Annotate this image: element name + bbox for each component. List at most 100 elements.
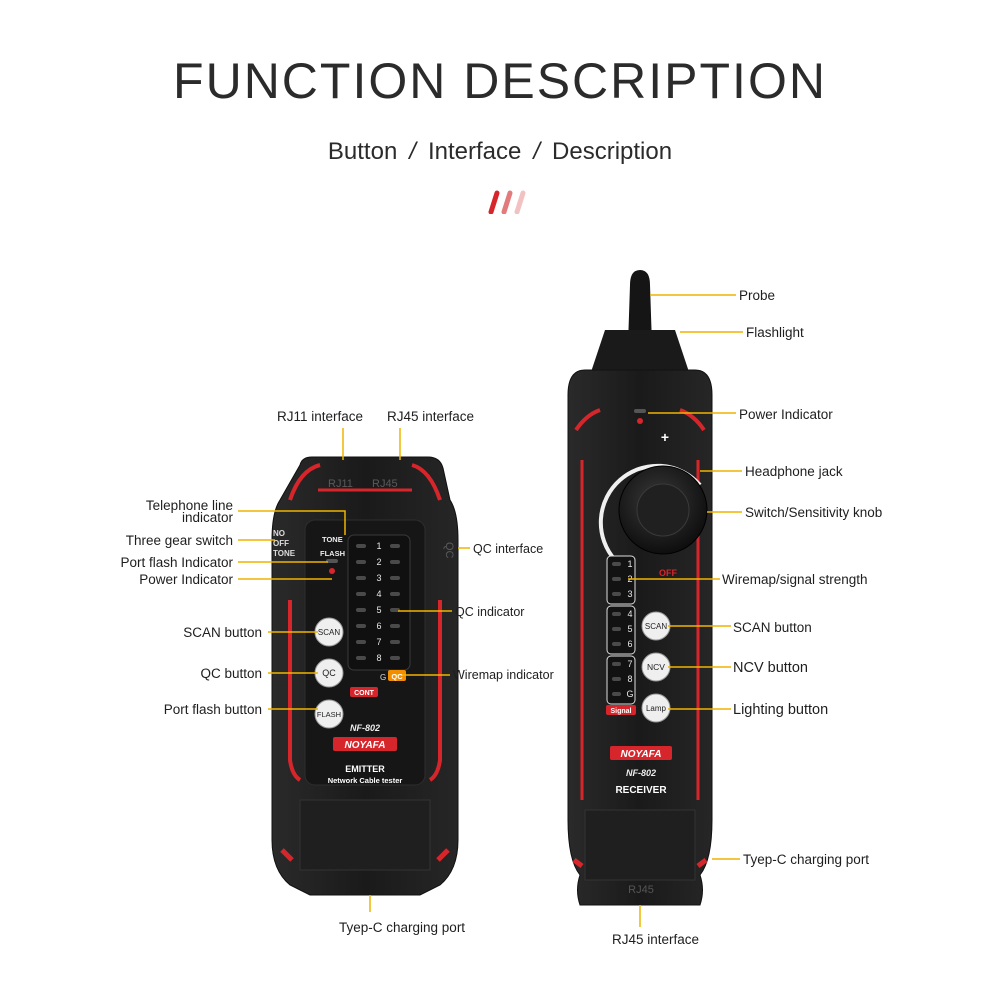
receiver-led-label: 5 [627,624,632,634]
receiver-led-label: 8 [627,674,632,684]
label-ncv-button: NCV button [733,660,808,676]
label-rj11-interface: RJ11 interface [277,409,364,424]
receiver-led-label: 1 [627,559,632,569]
knob-plus-text: + [661,429,669,445]
emitter-led-label: 7 [376,637,381,647]
label-telephone-line-indicator-2: indicator [181,510,233,525]
receiver-led [612,677,621,681]
subtitle-separator: / [533,138,541,165]
receiver-name-text: RECEIVER [615,785,667,796]
emitter-led-label: 1 [376,541,381,551]
label-lighting-button: Lighting button [733,702,829,718]
subtitle-separator: / [409,138,416,165]
receiver-scan-button-text: SCAN [645,622,667,631]
emitter-led-left [356,592,366,596]
receiver-led [612,612,621,616]
receiver-led [612,662,621,666]
emitter-led-left [356,640,366,644]
receiver-led-label: 7 [627,659,632,669]
switch-tone-text: TONE [273,549,296,558]
receiver-led [612,577,621,581]
label-receiver-rj45-interface: RJ45 interface [612,932,700,947]
receiver-led [612,692,621,696]
scan-button-text: SCAN [318,628,340,637]
emitter-led-label: 2 [376,557,381,567]
label-telephone-line-indicator: Telephone line [145,498,233,513]
label-receiver-scan-button: SCAN button [733,620,812,635]
label-rj45-interface: RJ45 interface [387,409,475,424]
receiver-led [612,642,621,646]
receiver-led-label: 4 [627,609,632,619]
emitter-rj11-text: RJ11 [328,478,353,490]
receiver-led-label: 3 [627,589,632,599]
emitter-led-label: 6 [376,621,381,631]
label-sensitivity-knob: Switch/Sensitivity knob [745,505,883,520]
receiver-led [612,627,621,631]
emitter-led-right [390,560,400,564]
label-power-indicator: Power Indicator [139,572,233,587]
g-led-text: G [380,673,386,682]
emitter-model-text: NF-802 [350,723,380,733]
label-qc-interface: QC interface [473,542,544,556]
switch-off-text: OFF [273,539,289,548]
qc-side-text: QC [443,542,455,559]
emitter-led-left [356,576,366,580]
emitter-name-text: EMITTER [345,764,385,774]
emitter-led-right [390,576,400,580]
receiver-led [612,562,621,566]
label-headphone-jack: Headphone jack [745,464,843,479]
emitter-rj45-text: RJ45 [372,478,398,490]
emitter-led-label: 8 [376,653,381,663]
emitter-led-right [390,656,400,660]
emitter-led-label: 3 [376,573,381,583]
emitter-brand-logo: NOYAFA [345,740,386,751]
label-receiver-typec-port: Tyep-C charging port [743,852,870,867]
cont-tag-text: CONT [354,690,375,697]
receiver-model-text: NF-802 [626,768,656,778]
label-qc-indicator: QC indicator [455,605,525,619]
receiver-led-label: 6 [627,639,632,649]
callout-lines [238,294,743,927]
label-scan-button: SCAN button [183,625,262,640]
emitter-led-label: 5 [376,605,381,615]
flash-button-text: FLASH [317,710,341,719]
subtitle-description: Description [552,138,673,165]
emitter-led-left [356,656,366,660]
receiver-led-label: G [626,689,633,699]
emitter-led-right [390,640,400,644]
signal-tag-text: Signal [610,708,631,715]
emitter-device-text: RJ11 RJ45 NO OFF TONE TONE FLASH QC SCAN… [273,478,455,785]
label-qc-button: QC button [200,666,262,681]
emitter-led-right [390,608,400,612]
flash-indicator-text: FLASH [320,549,345,558]
decorative-slashes-icon [488,190,526,214]
emitter-device: 1 2 3 4 5 6 7 8 [271,456,459,896]
label-emitter-typec-port: Tyep-C charging port [339,920,466,935]
emitter-led-left [356,608,366,612]
emitter-led-left [356,544,366,548]
qc-tag-text: QC [391,672,403,681]
label-three-gear-switch: Three gear switch [125,533,233,548]
lamp-button-text: Lamp [646,704,667,713]
emitter-led-left [356,624,366,628]
emitter-led-right [390,592,400,596]
tone-indicator-text: TONE [322,535,343,544]
subtitle-interface: Interface [427,138,522,165]
switch-no-text: NO [273,529,285,538]
ncv-button-text: NCV [647,662,665,672]
page-title: FUNCTION DESCRIPTION [173,53,827,109]
label-wiremap-indicator: Wiremap indicator [453,668,554,682]
emitter-led-label: 4 [376,589,381,599]
emitter-led-right [390,624,400,628]
label-port-flash-button: Port flash button [163,702,262,717]
emitter-led-right [390,544,400,548]
qc-button-text: QC [322,668,336,678]
receiver-brand-logo: NOYAFA [621,749,662,760]
emitter-led-left [356,560,366,564]
receiver-device-text: + OFF SCAN NCV Lamp Signal NOYAFA NF-802… [610,429,677,896]
label-probe: Probe [739,288,776,303]
label-port-flash-indicator: Port flash Indicator [120,555,233,570]
receiver-led [612,592,621,596]
